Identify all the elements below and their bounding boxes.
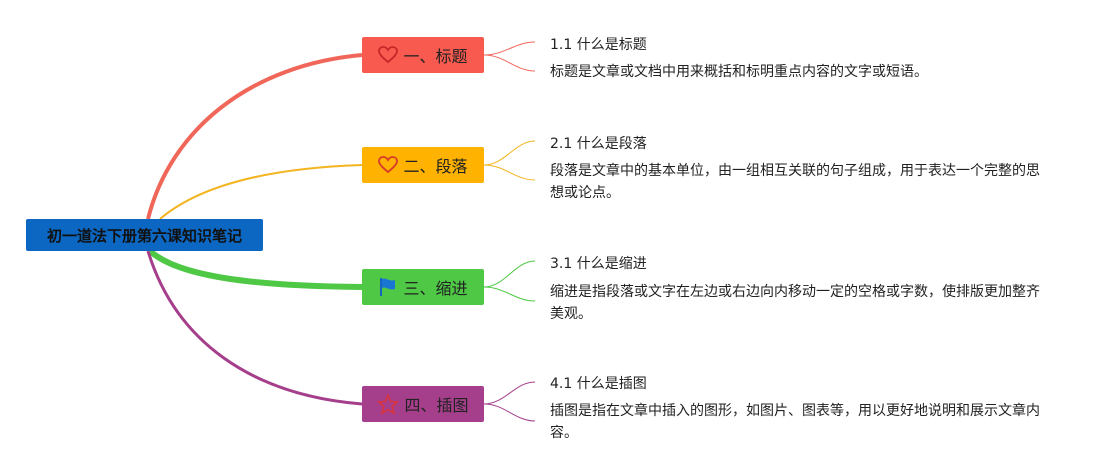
- leaf-title-2[interactable]: 2.1 什么是段落: [550, 136, 647, 152]
- connector-leaf-1-desc: [483, 54, 536, 72]
- branch-node-1[interactable]: 一、标题: [362, 37, 484, 73]
- leaf-title-4[interactable]: 4.1 什么是插图: [550, 376, 647, 392]
- branch-node-4[interactable]: 四、插图: [362, 386, 484, 422]
- connector-branch-2: [159, 164, 363, 220]
- connector-leaf-4-title: [483, 381, 536, 405]
- leaf-desc-4[interactable]: 插图是指在文章中插入的图形，如图片、图表等，用以更好地说明和展示文章内容。: [550, 403, 1040, 441]
- branch-node-3[interactable]: 三、缩进: [362, 269, 484, 305]
- star-icon: [378, 393, 399, 414]
- connector-leaf-3-title: [483, 260, 536, 288]
- connector-leaf-1-title: [483, 41, 536, 56]
- leaf-title-1[interactable]: 1.1 什么是标题: [550, 37, 647, 53]
- root-node[interactable]: 初一道法下册第六课知识笔记: [26, 219, 263, 251]
- heart-icon: [378, 156, 399, 174]
- branch-node-2-label: 二、段落: [403, 157, 468, 176]
- branch-node-2[interactable]: 二、段落: [362, 147, 484, 183]
- branch-node-3-label: 三、缩进: [403, 279, 468, 298]
- leaf-desc-2[interactable]: 段落是文章中的基本单位，由一组相互关联的句子组成，用于表达一个完整的思想或论点。: [550, 163, 1040, 201]
- connector-leaf-2-title: [483, 140, 536, 166]
- connector-leaf-2-desc: [483, 164, 536, 181]
- connector-leaf-4-desc: [483, 403, 536, 422]
- leaf-desc-3[interactable]: 缩进是指段落或文字在左边或右边向内移动一定的空格或字数，使排版更加整齐美观。: [550, 284, 1040, 322]
- leaf-title-3[interactable]: 3.1 什么是缩进: [550, 256, 647, 272]
- connector-branch-1: [146, 53, 363, 220]
- heart-icon: [378, 46, 399, 64]
- branch-node-1-label: 一、标题: [403, 47, 468, 66]
- connector-leaf-3-desc: [483, 286, 536, 302]
- root-node-label: 初一道法下册第六课知识笔记: [46, 226, 242, 245]
- flag-icon: [380, 278, 396, 296]
- branch-node-4-label: 四、插图: [404, 396, 469, 415]
- leaf-desc-1[interactable]: 标题是文章或文档中用来概括和标明重点内容的文字或短语。: [550, 64, 928, 80]
- connector-branch-4: [146, 250, 363, 406]
- connector-branch-3: [147, 248, 363, 290]
